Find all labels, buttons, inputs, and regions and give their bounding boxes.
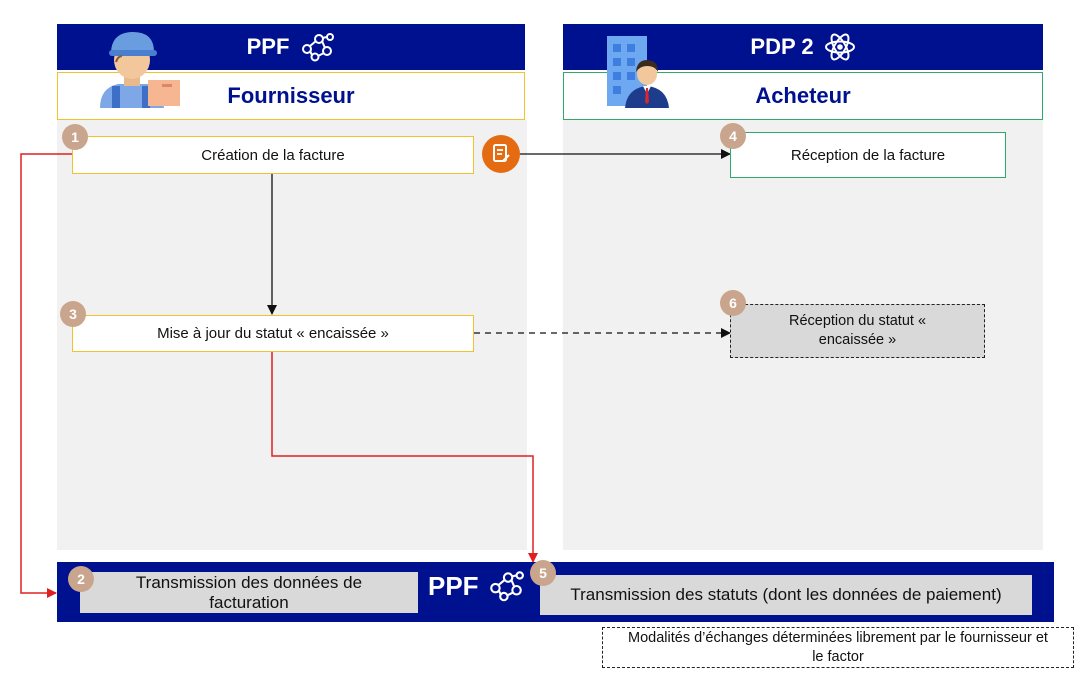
step-6-badge: 6 [720,290,746,316]
step-3-label: Mise à jour du statut « encaissée » [157,325,389,342]
step-1-label: Création de la facture [201,146,345,164]
step-5-label: Transmission des statuts (dont les donné… [570,585,1002,604]
step-4-label: Réception de la facture [790,146,946,164]
step-invoice-creation: Création de la facture [72,136,474,174]
ppf-bottom-label: PPF [428,570,479,601]
businessman-building-icon [607,36,669,108]
step-2-label: Transmission des données de facturation [135,572,363,612]
atom-icon [824,33,855,61]
network-icon [489,571,524,602]
step-status-reception: Réception du statut « encaissée » [730,304,985,358]
network-icon [302,33,335,62]
arrow-status-to-ppf [271,351,538,563]
step-status-transmission: Transmission des statuts (dont les donné… [540,575,1032,615]
buyer-role-label: Acheteur [755,83,851,108]
step-1-badge: 1 [62,124,88,150]
delivery-person-icon [100,32,180,108]
ppf-bottom-title: PPF [428,566,525,606]
exchange-terms-note: Modalités d’échanges déterminées libreme… [602,627,1074,668]
step-4-badge: 4 [720,123,746,149]
arrow-creation-to-ppf [20,153,72,598]
supplier-role-label: Fournisseur [227,83,355,108]
step-2-badge: 2 [68,566,94,592]
step-status-update: Mise à jour du statut « encaissée » [72,315,474,352]
left-lane-header-label: PPF [246,34,290,59]
right-lane-header-label: PDP 2 [750,34,814,59]
invoice-icon [482,135,520,173]
step-billing-data-transmission: Transmission des données de facturation [80,572,418,613]
step-invoice-reception: Réception de la facture [730,132,1006,178]
step-3-badge: 3 [60,301,86,327]
step-6-label: Réception du statut « encaissée » [788,313,927,348]
step-5-badge: 5 [530,560,556,586]
note-label: Modalités d’échanges déterminées libreme… [628,629,1048,665]
